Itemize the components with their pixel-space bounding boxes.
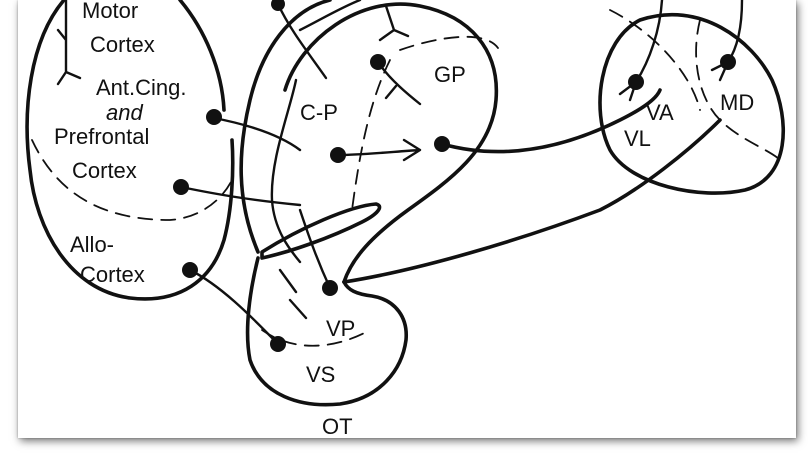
neuron-body-va (628, 74, 644, 90)
neuron-body-antcing (206, 109, 222, 125)
neuron-bodies (173, 0, 736, 352)
caudate-putamen-region (239, 0, 499, 284)
fiber-gp-top (378, 4, 410, 42)
diagram-labels: Motor Cortex Ant.Cing. and Prefrontal Co… (54, 0, 754, 439)
thalamus-dashed-boundary-1 (609, 9, 701, 111)
label-antcing-line1: Ant.Cing. (96, 75, 187, 100)
fiber-pfc-to-cp (179, 185, 302, 207)
neuron-body-motor (271, 0, 285, 11)
label-allo-line2: Cortex (80, 262, 145, 287)
ventral-striatum-outline (245, 256, 408, 407)
anterior-commissure (260, 202, 382, 260)
gp-to-va-path (440, 88, 662, 154)
label-allo-line1: Allo- (70, 232, 114, 257)
cp-inner-outline (270, 78, 302, 264)
neuron-body-md (720, 54, 736, 70)
cortex-region (25, 0, 235, 301)
fiber-motor-to-cp (276, 2, 328, 80)
fiber-cp-internal-1 (336, 138, 422, 162)
cortex-dashed-boundary (31, 139, 233, 221)
label-vp: VP (326, 316, 355, 341)
label-vs: VS (306, 362, 335, 387)
label-antcing-line4: Cortex (72, 158, 137, 183)
label-vl: VL (624, 126, 651, 151)
label-va: VA (646, 100, 674, 125)
label-motor-line1: Motor (82, 0, 138, 23)
vp-to-md-path (342, 118, 722, 284)
fiber-cp-ventral (278, 208, 332, 320)
fiber-cp-internal-2 (376, 60, 422, 106)
ventral-region (188, 256, 408, 407)
label-motor-line2: Cortex (90, 32, 155, 57)
fiber-antcing-to-cp (212, 116, 302, 152)
cp-outline (239, 0, 332, 254)
neuron-body-vs (270, 336, 286, 352)
label-antcing-line3: Prefrontal (54, 124, 149, 149)
cortex-outline (25, 0, 235, 301)
pallidothalamic-pathway (342, 88, 722, 284)
allocortex-projection (188, 268, 280, 346)
label-ot: OT (322, 414, 353, 439)
neuron-body-allocortex (182, 262, 198, 278)
neuron-body-cp-upper (370, 54, 386, 70)
neuron-body-cp-mid (330, 147, 346, 163)
label-cp: C-P (300, 100, 338, 125)
thalamus-outline (598, 13, 786, 195)
gp-outline (283, 2, 499, 284)
thalamus-region (598, 0, 786, 195)
striatal-projections (179, 0, 422, 320)
gp-dashed-boundary (351, 35, 499, 211)
motor-cortex-arc (178, 0, 226, 112)
label-md: MD (720, 90, 754, 115)
neuron-body-vp (322, 280, 338, 296)
label-gp: GP (434, 62, 466, 87)
neuron-body-gp (434, 136, 450, 152)
neuron-body-pfc (173, 179, 189, 195)
label-antcing-line2: and (106, 100, 143, 125)
motor-cortex-neuron (56, 0, 82, 86)
fiber-cp-upper-left (298, 0, 362, 32)
